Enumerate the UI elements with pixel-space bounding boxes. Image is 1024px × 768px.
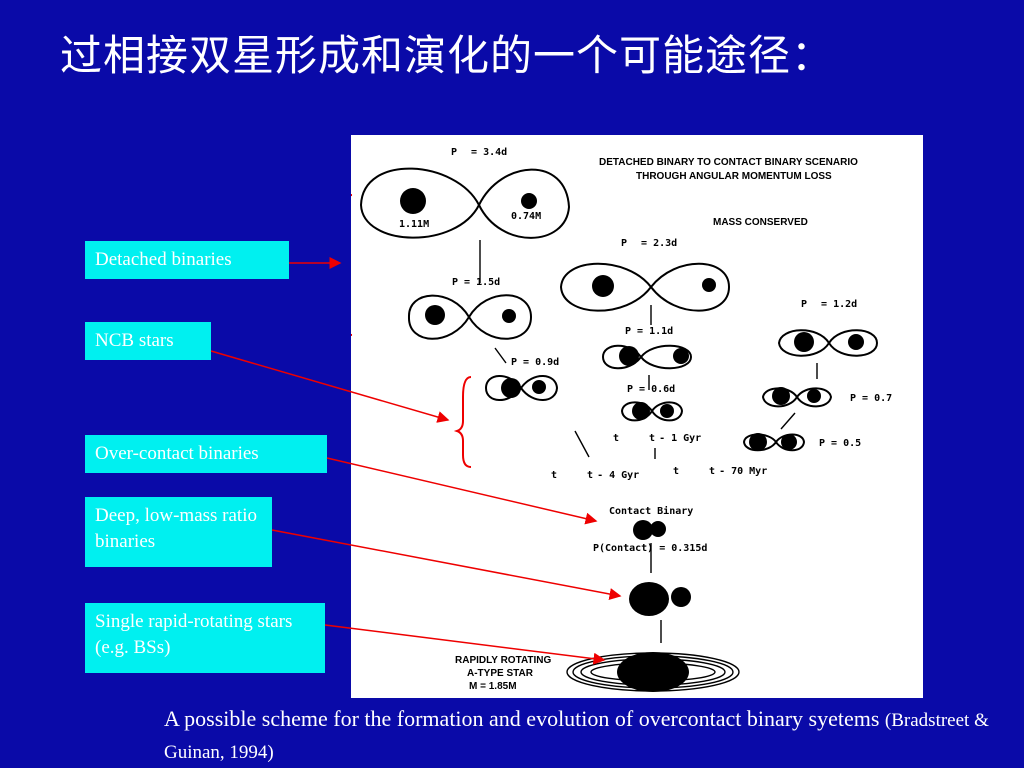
arrow-single — [324, 624, 606, 665]
fig-contact-binary: Contact Binary — [609, 505, 693, 517]
fig-rr3: M = 1.85M — [469, 681, 517, 692]
fig-p05: P = 0.5 — [819, 438, 861, 449]
arrow-deep — [271, 529, 622, 600]
label-ncb-stars: NCB stars — [85, 322, 211, 360]
arrow-overcontact — [326, 457, 598, 525]
fig-mass1: 1.11M — [399, 219, 429, 230]
arrow-ncb — [210, 350, 450, 423]
fig-p15: P = 1.5d — [452, 277, 500, 288]
label-deep-low-mass-ratio: Deep, low-mass ratio binaries — [85, 497, 272, 567]
fig-p09: P = 0.9d — [511, 357, 559, 368]
fig-mass-conserved: MASS CONSERVED — [713, 217, 808, 228]
slide-title: 过相接双星形成和演化的一个可能途径： — [60, 31, 835, 80]
fig-mass2: 0.74M — [511, 211, 541, 222]
fig-p0-b: P= 2.3d — [621, 238, 677, 249]
fig-p11: P = 1.1d — [625, 326, 673, 337]
fig-rr2: A-TYPE STAR — [467, 668, 534, 679]
caption-ref: (Bradstreet & Guinan, 1994) — [164, 710, 989, 763]
caption-main: A possible scheme for the formation and … — [164, 706, 880, 731]
fig-p06: P = 0.6d — [627, 384, 675, 395]
fig-header-2: THROUGH ANGULAR MOMENTUM LOSS — [636, 171, 832, 182]
fig-p-contact: P(Contact) = 0.315d — [593, 543, 707, 554]
label-over-contact-binaries: Over-contact binaries — [85, 435, 327, 473]
figure-drawing: P= 3.4d 1.11M 0.74M P = 1.5d P = 0.9d P=… — [335, 147, 892, 692]
caption: A possible scheme for the formation and … — [164, 704, 1004, 768]
label-single-rapid-rotating: Single rapid-rotating stars (e.g. BSs) — [85, 603, 325, 673]
fig-header-1: DETACHED BINARY TO CONTACT BINARY SCENAR… — [599, 157, 858, 168]
fig-p0-c: P= 1.2d — [801, 299, 857, 310]
fig-p07: P = 0.7 — [850, 393, 892, 404]
fig-p0-a: P= 3.4d — [451, 147, 507, 158]
fig-rr1: RAPIDLY ROTATING — [455, 655, 552, 666]
label-detached-binaries: Detached binaries — [85, 241, 289, 279]
